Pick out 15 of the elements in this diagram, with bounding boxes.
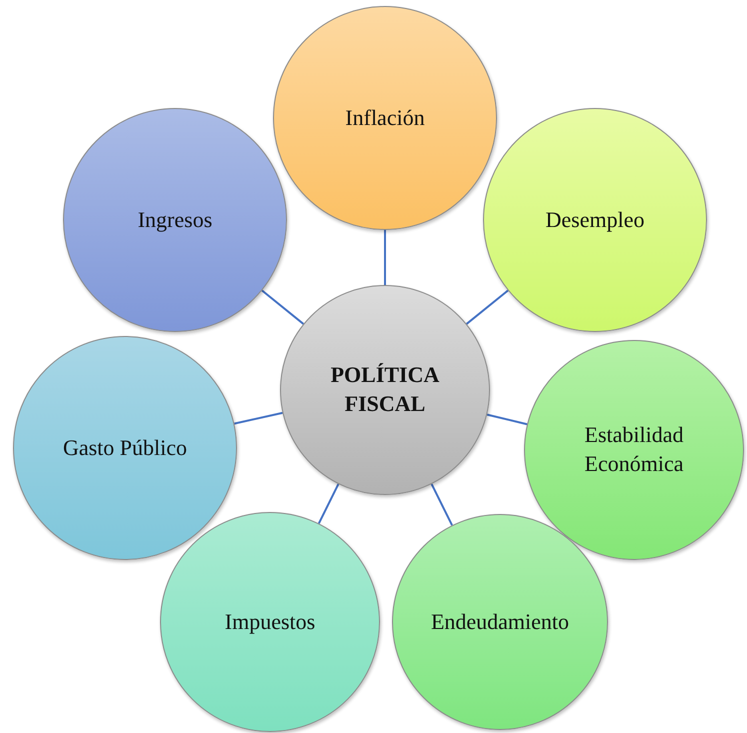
circle-label: Inflación <box>344 104 426 132</box>
circle-label: Endeudamiento <box>430 608 570 636</box>
circle-label: Impuestos <box>224 608 316 636</box>
connector-line <box>430 484 453 526</box>
connector-line <box>466 290 509 325</box>
circle-label: POLÍTICA FISCAL <box>330 361 440 418</box>
connector-line <box>234 412 283 425</box>
connector-line <box>486 414 528 426</box>
circle-label: Desempleo <box>544 206 646 234</box>
circle-label: Estabilidad Económica <box>584 421 684 478</box>
connector-line <box>318 484 340 524</box>
circle-label: Ingresos <box>136 206 214 234</box>
connector-line <box>384 230 386 285</box>
circle-label: Gasto Público <box>62 434 188 462</box>
connector-line <box>261 290 304 325</box>
